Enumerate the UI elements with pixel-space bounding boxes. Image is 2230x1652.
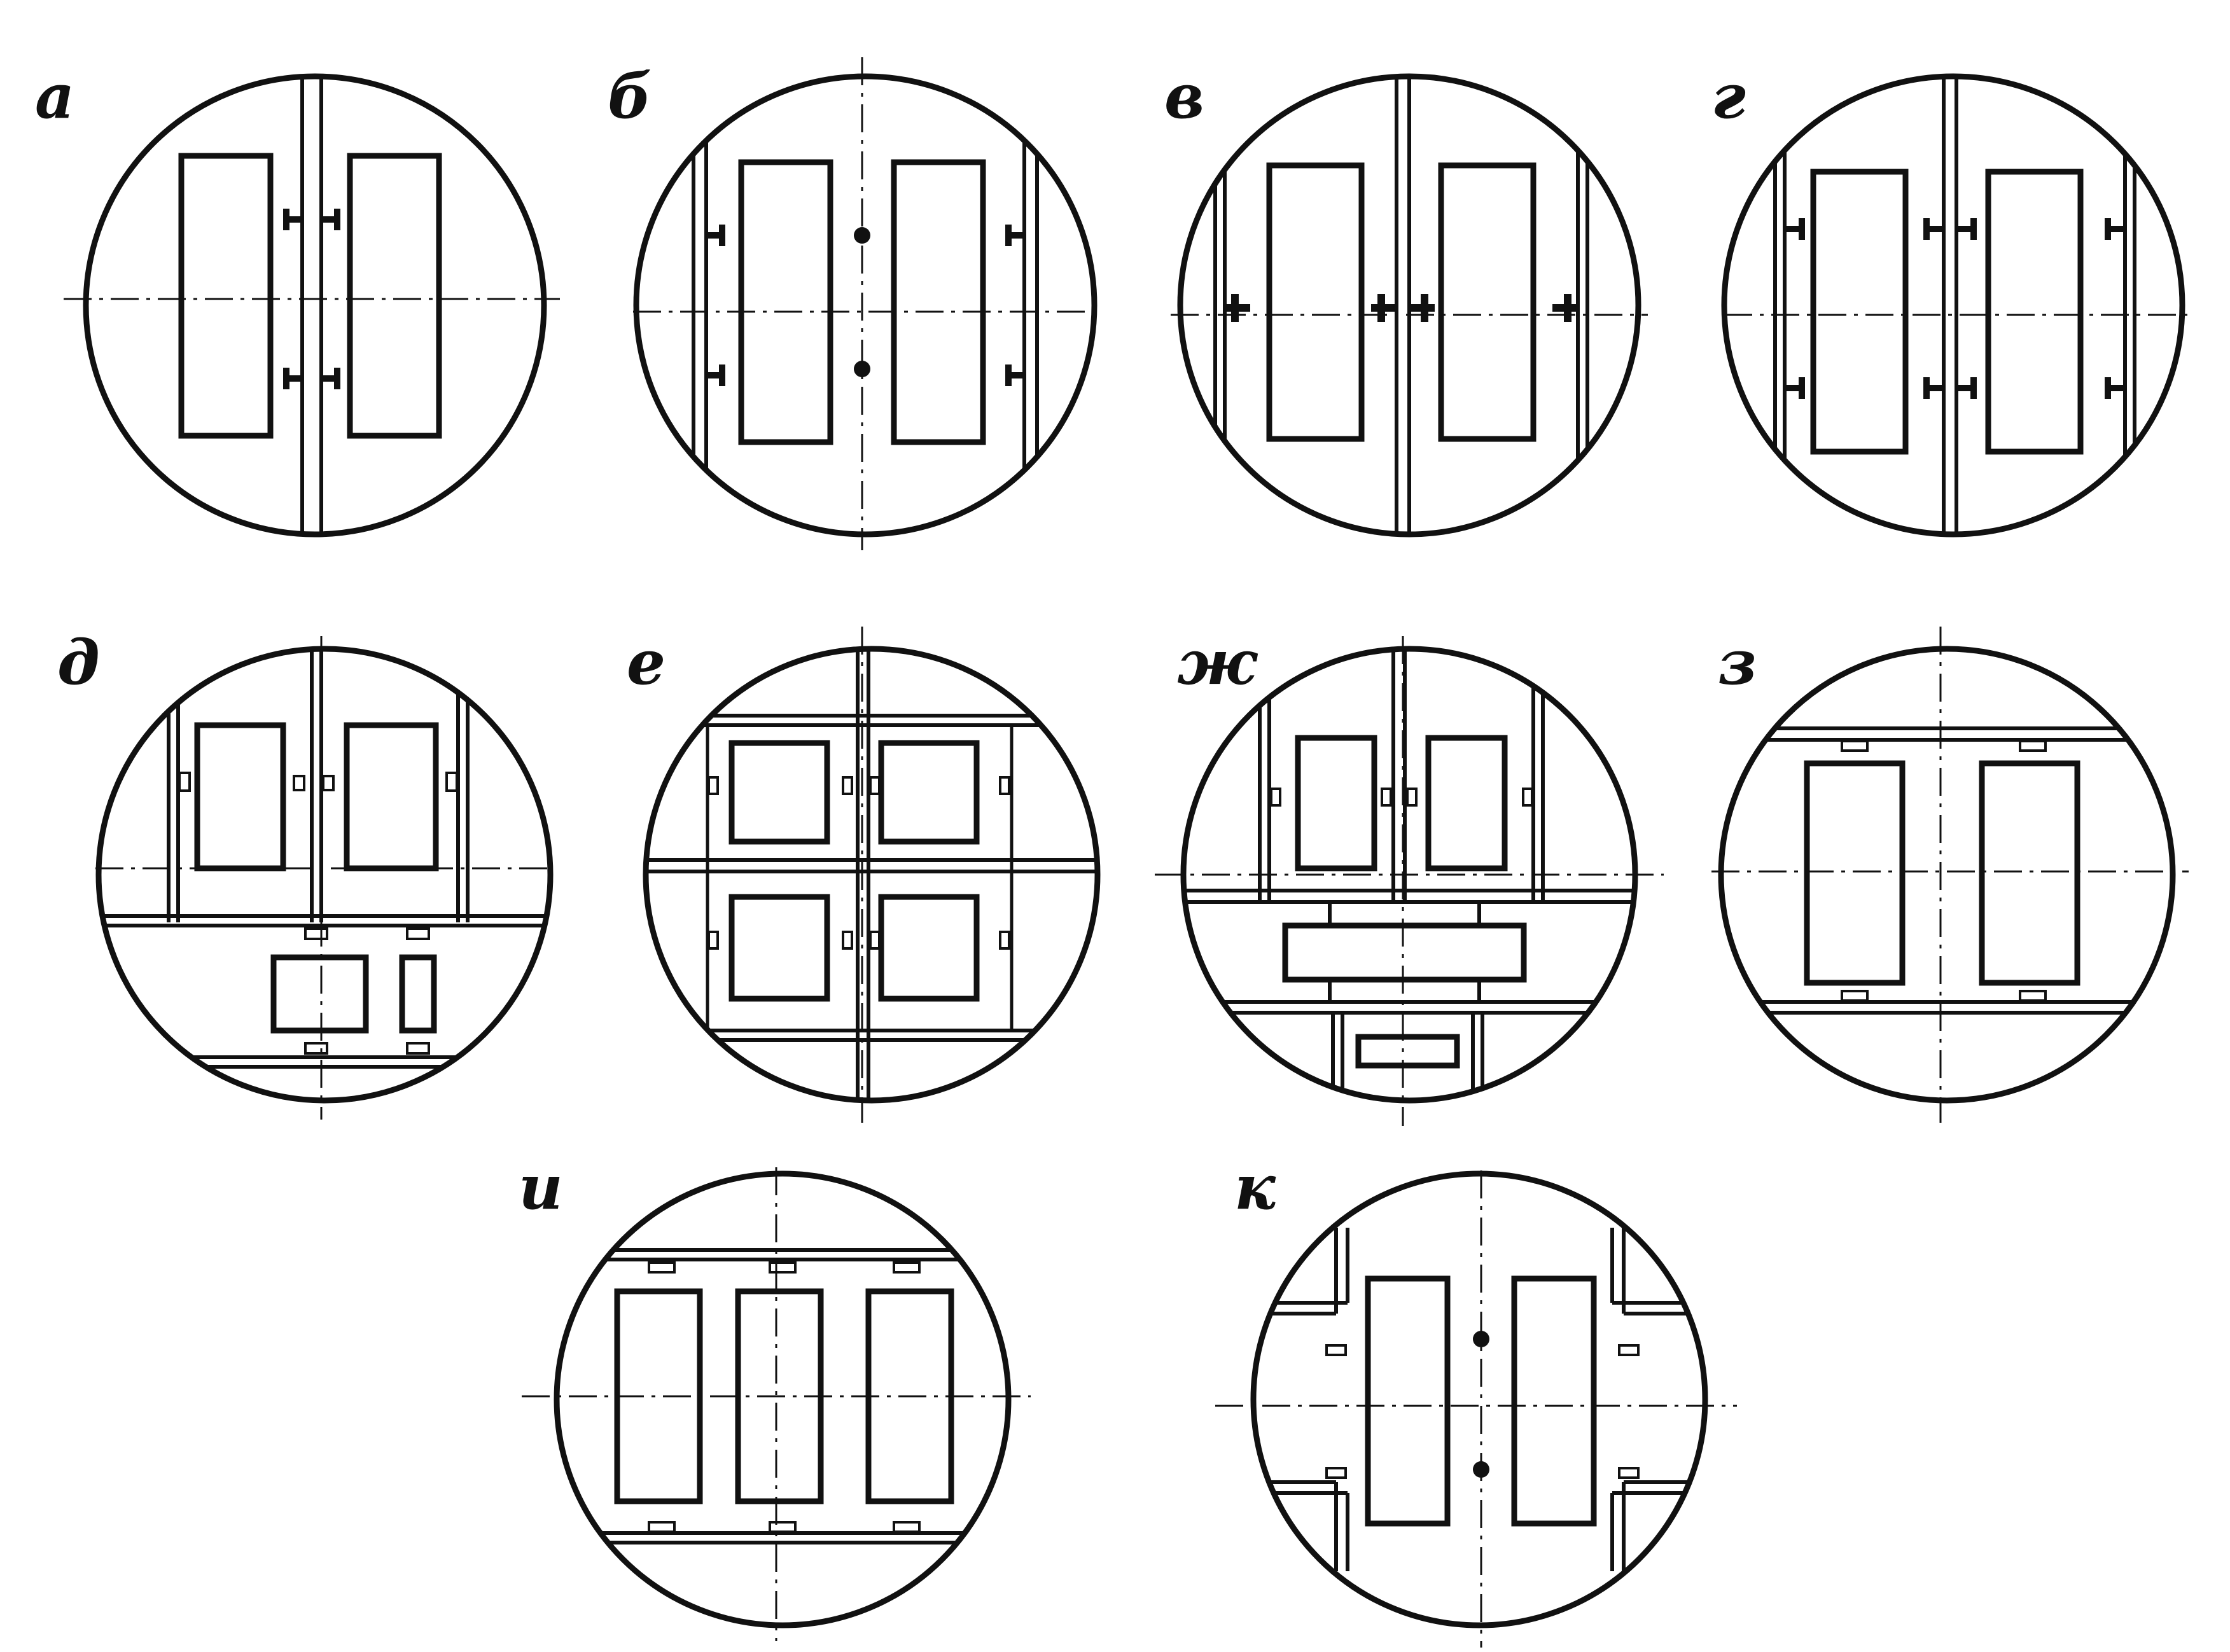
window: [738, 159, 833, 445]
panel-circle: [1718, 646, 2176, 1104]
frame-bracket: [283, 209, 340, 389]
panel-e: е: [627, 627, 1101, 1123]
panel-label-k: к: [1234, 1151, 1276, 1223]
panel-label-e: е: [627, 627, 666, 698]
frame-tab: [1270, 788, 1533, 807]
panel-d: д: [57, 627, 554, 1120]
panel-a: а: [35, 60, 560, 538]
window: [347, 153, 442, 439]
frame-tab: [1325, 1344, 1640, 1479]
panel-label-zh: ж: [1177, 627, 1258, 698]
window: [878, 740, 980, 845]
frame-tab: [648, 1261, 921, 1533]
frame-bracket: [706, 225, 1024, 386]
window: [1355, 1034, 1460, 1069]
window: [1985, 169, 2084, 455]
window: [1295, 735, 1377, 871]
frame-bracket: [1785, 218, 2125, 399]
center-dot: [854, 361, 870, 377]
frame-tab: [707, 776, 1010, 950]
panel-circle: [1177, 73, 1641, 538]
panel-circle: [1250, 1170, 1708, 1628]
panel-g: г: [1711, 60, 2189, 538]
window: [399, 954, 437, 1034]
panel-v: в: [1164, 60, 1648, 538]
panel-circle: [643, 646, 1101, 1104]
frame-tab: [178, 772, 458, 1055]
panel-circle: [95, 646, 554, 1104]
panel-label-i: и: [519, 1151, 563, 1223]
window: [178, 153, 274, 439]
panel-i: и: [519, 1151, 1031, 1641]
panel-label-g: г: [1711, 60, 1746, 132]
window: [1282, 922, 1527, 983]
window: [270, 954, 369, 1034]
panel-circle: [633, 73, 1098, 538]
panel-b: б: [608, 57, 1098, 550]
window: [878, 894, 980, 1002]
panel-z: з: [1711, 627, 2189, 1123]
panel-circle: [83, 73, 547, 538]
panel-circle: [1721, 73, 2185, 538]
panel-zh: ж: [1155, 627, 1664, 1126]
window: [1810, 169, 1909, 455]
window: [728, 894, 830, 1002]
panel-label-b: б: [608, 60, 652, 132]
window: [1979, 760, 2080, 986]
window: [1511, 1275, 1597, 1527]
panel-label-a: а: [35, 60, 74, 132]
window: [1438, 162, 1537, 442]
window: [1266, 162, 1365, 442]
panel-circle: [554, 1170, 1012, 1628]
panel-label-d: д: [57, 627, 100, 698]
window: [891, 159, 986, 445]
window: [344, 722, 439, 871]
panel-label-v: в: [1164, 60, 1204, 132]
window: [728, 740, 830, 845]
window: [1425, 735, 1508, 871]
window: [1365, 1275, 1451, 1527]
panel-k: к: [1215, 1151, 1737, 1648]
window: [194, 722, 286, 871]
frame-tab: [1841, 740, 2047, 1002]
panel-label-z: з: [1718, 627, 1757, 698]
window: [1804, 760, 1906, 986]
